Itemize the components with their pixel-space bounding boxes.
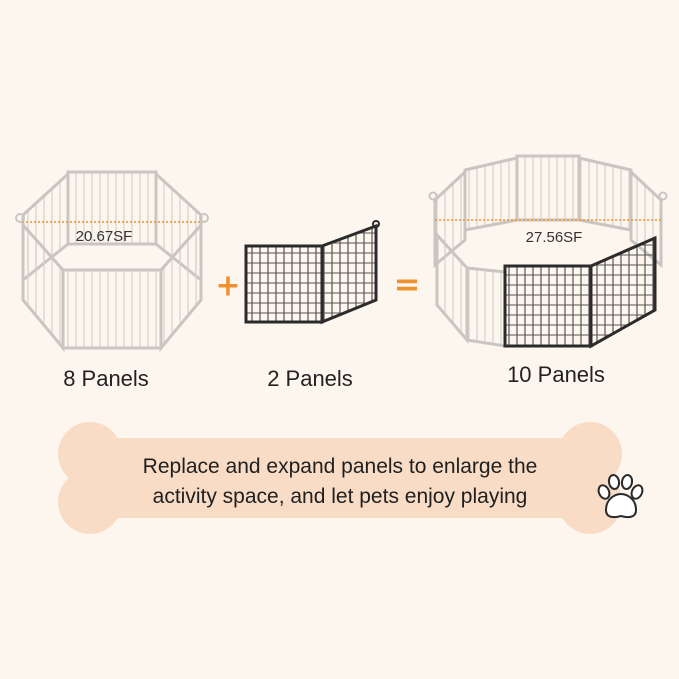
banner-text: Replace and expand panels to enlarge the… — [70, 452, 610, 512]
paw-print-icon — [597, 474, 644, 519]
equals-sign: = — [393, 265, 421, 303]
two-panel-image — [244, 220, 380, 325]
right-area-label: 27.56SF — [525, 229, 583, 246]
right-caption: 10 Panels — [507, 362, 605, 387]
left-caption: 8 Panels — [63, 366, 149, 391]
eight-panel-pen-image — [15, 170, 209, 353]
plus-sign: + — [215, 268, 241, 304]
banner-line-1: Replace and expand panels to enlarge the — [142, 455, 538, 478]
bone-banner — [58, 422, 622, 534]
ten-panel-pen-image — [428, 154, 668, 349]
banner-line-2: activity space, and let pets enjoy playi… — [152, 485, 528, 508]
left-area-label: 20.67SF — [75, 228, 133, 245]
middle-caption: 2 Panels — [267, 366, 353, 391]
